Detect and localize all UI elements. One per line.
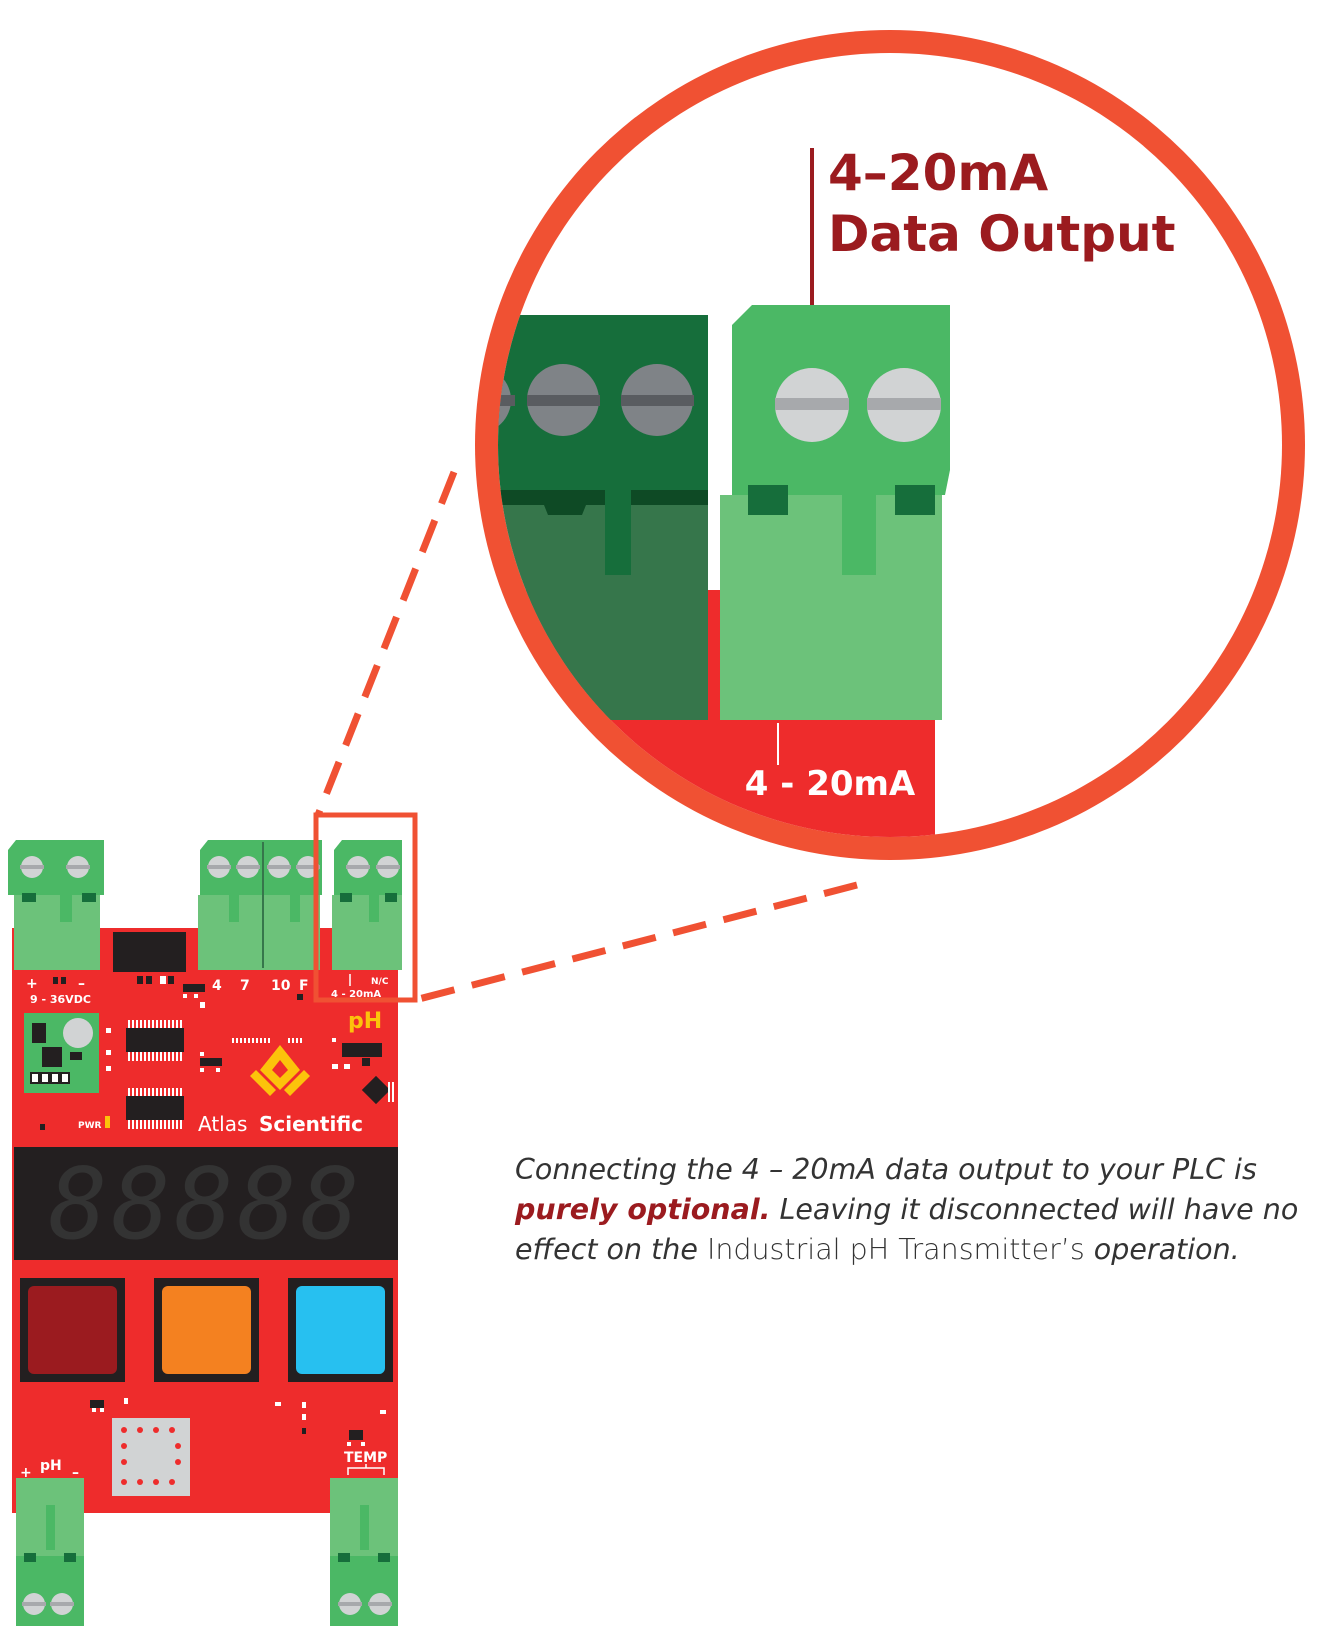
zoom-callout: 4 - 20mA 4–20mA Data Output <box>475 30 1305 860</box>
atlas-logo-icon <box>250 1045 310 1096</box>
orange-button[interactable] <box>162 1286 251 1374</box>
brand-scientific: Scientific <box>259 1112 363 1136</box>
transmitter-board: + – 9 - 36VDC 4 7 10 F N/C 4 - 20mA pH <box>8 812 418 1626</box>
ph-badge: pH <box>348 1009 382 1034</box>
power-terminal <box>8 840 104 970</box>
calibration-terminal <box>198 840 322 970</box>
silk-probe-plus: + <box>20 1465 32 1481</box>
callout-title-line2: Data Output <box>828 205 1176 263</box>
button-panel <box>14 1272 398 1384</box>
ic-chip-2 <box>126 1088 184 1129</box>
silk-pwr: PWR <box>78 1121 102 1131</box>
brand-atlas: Atlas <box>198 1112 247 1136</box>
silk-nc: N/C <box>371 977 389 987</box>
silk-power-voltage: 9 - 36VDC <box>30 993 91 1006</box>
callout-title-line1: 4–20mA <box>828 144 1048 202</box>
zoom-guide-lines <box>314 470 858 1004</box>
note-part1: Connecting the 4 – 20mA data output to y… <box>515 1153 1257 1186</box>
black-component <box>113 932 186 972</box>
seven-segment-display: 88888 <box>14 1147 398 1262</box>
output-terminal <box>332 840 402 970</box>
silk-cal-10: 10 <box>271 978 291 994</box>
ic-chip-1 <box>126 1020 184 1061</box>
red-button[interactable] <box>28 1286 117 1374</box>
silk-probe-ph: pH <box>40 1458 62 1474</box>
blue-button[interactable] <box>296 1286 385 1374</box>
callout-connector-label: 4 - 20mA <box>745 764 916 804</box>
output-highlight-box <box>313 812 418 1003</box>
silk-cal-7: 7 <box>240 978 250 994</box>
note-part2: Leaving it disconnected will have no eff… <box>515 1193 1299 1266</box>
silk-probe-minus: – <box>72 1465 79 1481</box>
callout-left-terminal <box>498 315 708 720</box>
silk-power-plus: + <box>26 976 38 992</box>
silk-4-20ma: 4 - 20mA <box>331 989 381 1000</box>
callout-4-20ma-terminal <box>720 305 950 720</box>
silk-cal-4: 4 <box>212 978 222 994</box>
note-product: Industrial pH Transmitter’s <box>706 1233 1085 1266</box>
note-emphasis: purely optional. <box>515 1193 771 1226</box>
silk-temp: TEMP <box>344 1450 387 1466</box>
power-module <box>24 1013 99 1093</box>
optional-output-note: Connecting the 4 – 20mA data output to y… <box>515 1150 1315 1270</box>
probe-terminal <box>16 1478 84 1626</box>
sensor-chip <box>112 1418 190 1496</box>
note-part3: operation. <box>1084 1233 1240 1266</box>
silk-cal-f: F <box>299 978 309 994</box>
silk-power-minus: – <box>78 976 85 992</box>
display-digits: 88888 <box>48 1148 363 1262</box>
temp-terminal <box>330 1478 398 1626</box>
